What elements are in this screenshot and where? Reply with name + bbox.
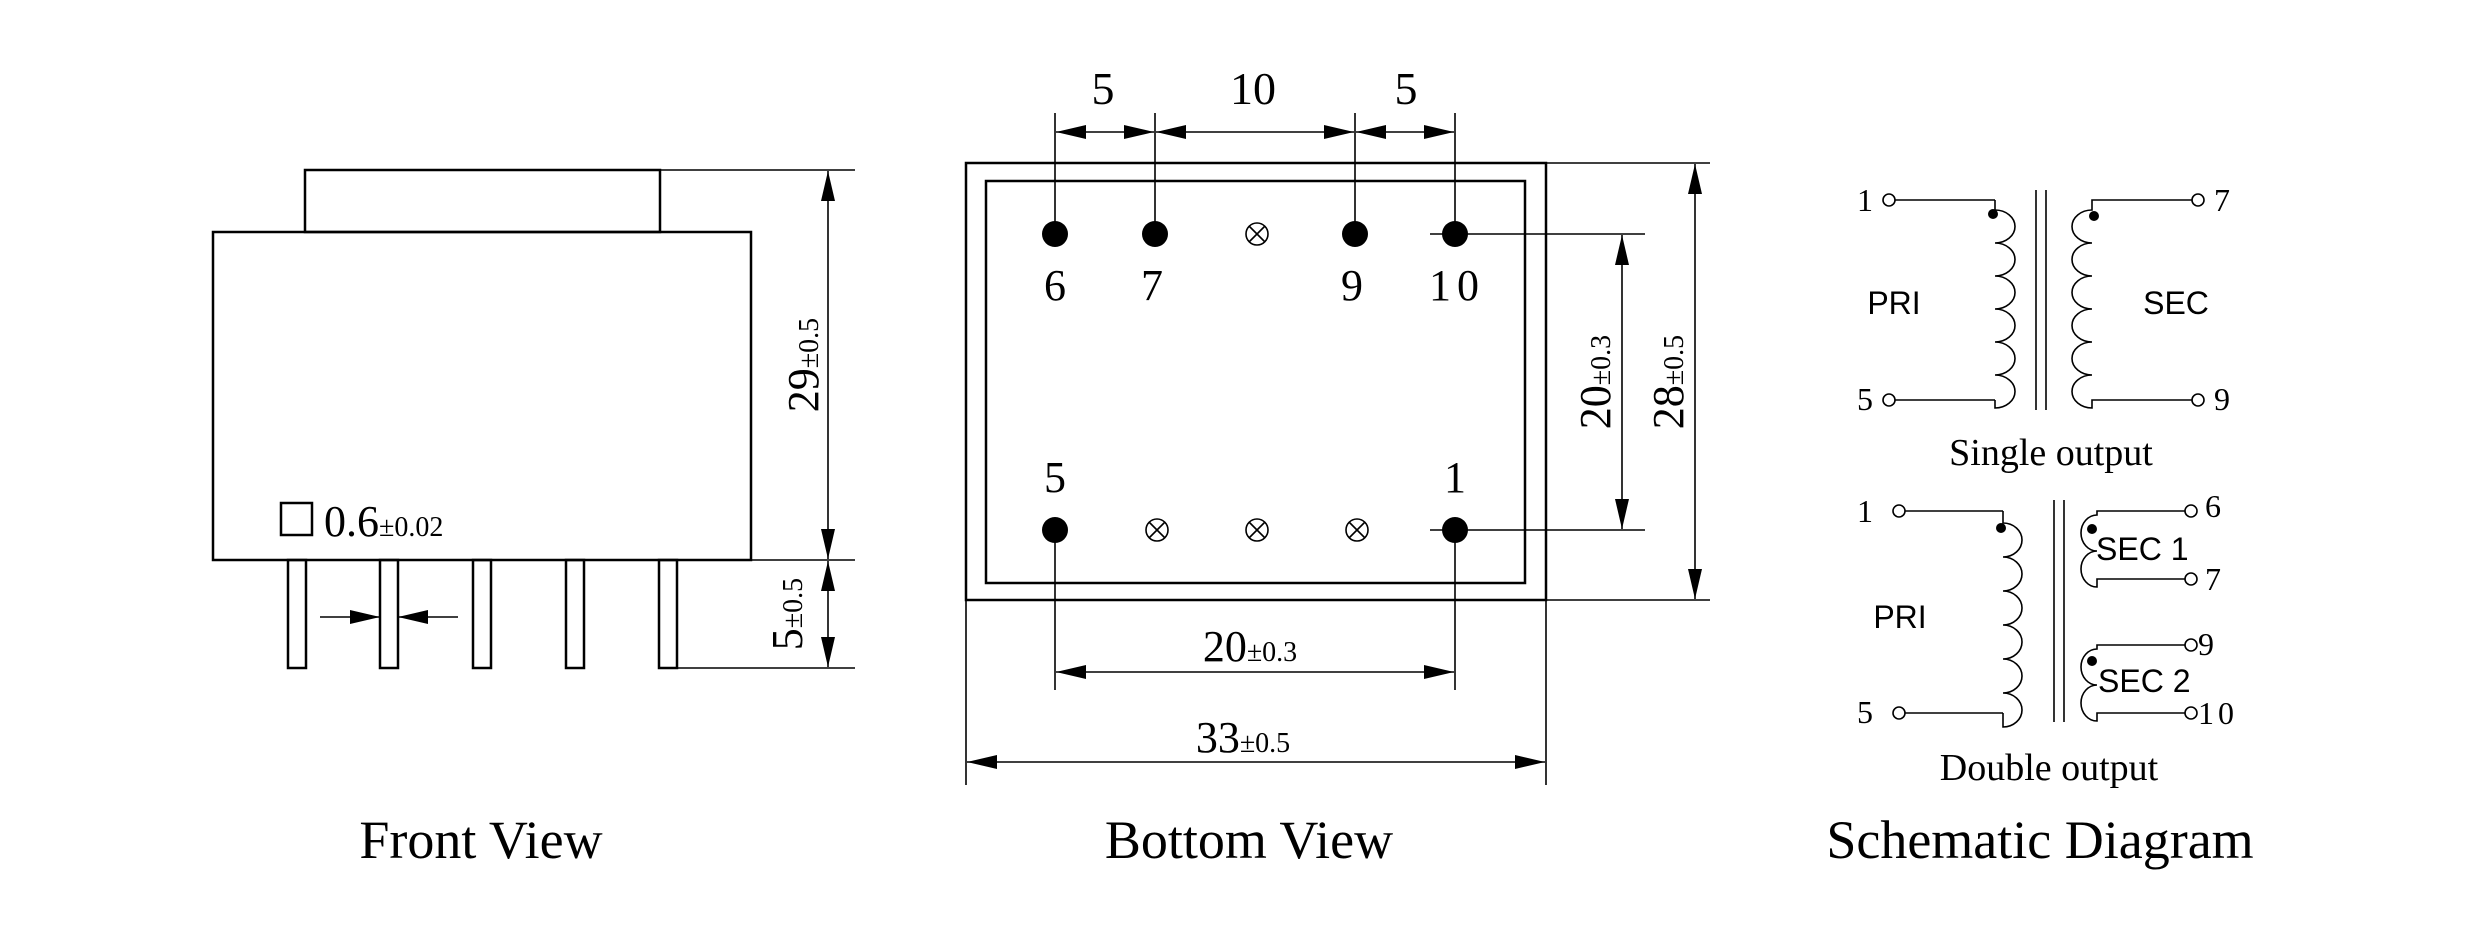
sec-label: SEC: [2143, 285, 2209, 321]
polarity-dot: [1996, 523, 2006, 533]
polarity-dot: [2089, 211, 2099, 221]
front-pin: [286, 558, 308, 670]
pin-hole: [1042, 221, 1068, 247]
terminal-icon: [1892, 504, 1906, 518]
sec1-label: SEC 1: [2096, 531, 2188, 567]
terminal-icon: [2184, 572, 2198, 586]
pin-hole: [1142, 221, 1168, 247]
pin-length-label: 5±0.5: [763, 578, 812, 650]
pin-number: 7: [2205, 561, 2221, 597]
pin-number: 5: [1857, 381, 1873, 417]
pin-number: 5: [1857, 694, 1873, 730]
schematic-caption: Schematic Diagram: [1826, 810, 2253, 870]
double-output-title: Double output: [1940, 747, 2159, 789]
bottom-view-caption: Bottom View: [1105, 810, 1393, 870]
pin-number: 9: [2198, 626, 2214, 662]
overall-width-label: 33±0.5: [1196, 713, 1290, 762]
pin-number: 10: [2198, 695, 2238, 731]
front-body: [211, 230, 753, 562]
front-view-caption: Front View: [359, 810, 602, 870]
empty-pin-icon: [1345, 518, 1369, 542]
terminal-icon: [1882, 193, 1896, 207]
bottom-outer-frame: [964, 161, 1548, 602]
front-view: 0.6±0.02 29±0.5 5±0.5 Front View: [211, 168, 855, 870]
polarity-dot: [1988, 209, 1998, 219]
schematic-diagram: 1 5 PRI 7 9 SEC Single output 1: [1826, 182, 2253, 870]
bottom-view: 5 10 5 6 7 9 10: [964, 63, 1710, 870]
pin-number: 1: [1444, 453, 1466, 502]
single-output-title: Single output: [1949, 432, 2153, 474]
pin-number: 10: [1429, 261, 1485, 310]
front-pin: [378, 558, 400, 670]
front-pin: [657, 558, 679, 670]
pri-label: PRI: [1873, 599, 1926, 635]
primary-coil: [1994, 200, 2016, 409]
pin-number: 7: [1141, 261, 1163, 310]
pin-pitch-label: 5: [1395, 63, 1418, 114]
pin-number: 6: [2205, 488, 2221, 524]
row-spacing-label: 20±0.3: [1571, 335, 1620, 429]
pin-pitch-label: 5: [1092, 63, 1115, 114]
pri-label: PRI: [1867, 285, 1920, 321]
pin-span-label: 20±0.3: [1203, 622, 1297, 671]
pin-number: 1: [1857, 182, 1873, 218]
pin-pitch-label: 10: [1230, 63, 1276, 114]
single-output-schematic: 1 5 PRI 7 9 SEC Single output: [1857, 182, 2230, 474]
terminal-icon: [2191, 393, 2205, 407]
terminal-icon: [2184, 504, 2198, 518]
secondary-2-coil: [2080, 644, 2185, 722]
terminal-icon: [2184, 638, 2198, 652]
terminal-icon: [1892, 706, 1906, 720]
pin-number: 7: [2214, 182, 2230, 218]
pin-number: 5: [1044, 453, 1066, 502]
empty-pin-icon: [1145, 518, 1169, 542]
body-height-label: 29±0.5: [779, 318, 828, 412]
terminal-icon: [2184, 706, 2198, 720]
empty-pin-icon: [1245, 222, 1269, 246]
square-pin-icon: [279, 501, 314, 537]
terminal-icon: [2191, 193, 2205, 207]
pin-number: 9: [1341, 261, 1363, 310]
secondary-coil: [2071, 199, 2192, 409]
pin-size-label: 0.6±0.02: [324, 497, 443, 546]
double-output-schematic: 1 5 PRI 6 7 SEC 1 9 10: [1857, 488, 2238, 789]
front-pin: [471, 558, 493, 670]
primary-coil: [2002, 511, 2023, 728]
pin-number: 1: [1857, 493, 1873, 529]
polarity-dot: [2087, 656, 2097, 666]
pin-number: 9: [2214, 381, 2230, 417]
pin-hole: [1342, 221, 1368, 247]
secondary-1-coil: [2080, 510, 2185, 588]
front-pins: [286, 558, 679, 670]
sec2-label: SEC 2: [2098, 663, 2190, 699]
pin-number: 6: [1044, 261, 1066, 310]
bottom-inner-frame: [984, 179, 1527, 585]
empty-pin-icon: [1245, 518, 1269, 542]
polarity-dot: [2087, 524, 2097, 534]
front-top-cap: [303, 168, 662, 234]
overall-height-label: 28±0.5: [1644, 335, 1693, 429]
terminal-icon: [1882, 393, 1896, 407]
front-pin: [564, 558, 586, 670]
